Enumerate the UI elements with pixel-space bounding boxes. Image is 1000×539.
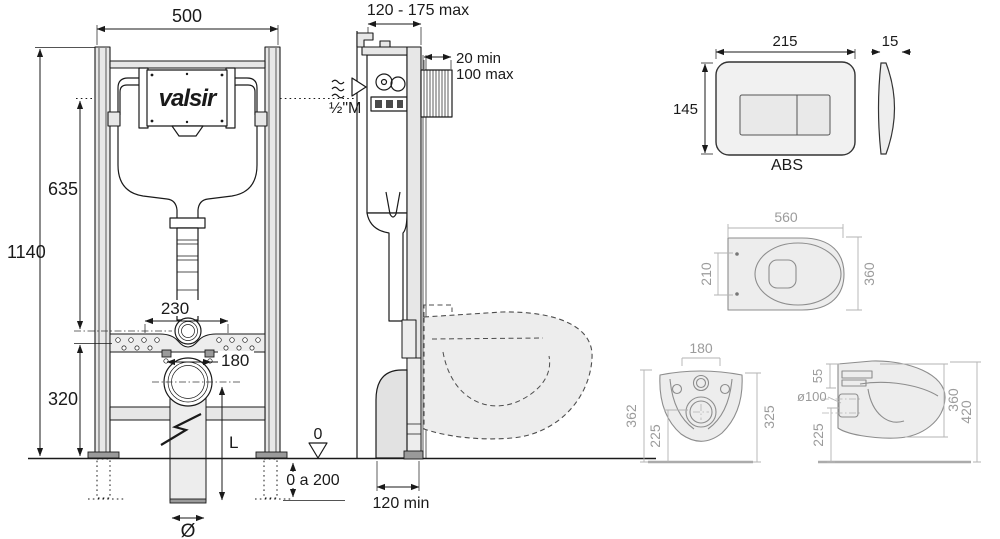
bracket-arm	[361, 46, 408, 56]
frame-right-foot	[255, 451, 288, 459]
dim-side-outlet-diameter: ø100	[797, 389, 827, 404]
dim-back-outlet-height: 225	[647, 424, 663, 448]
frame-front-view: valsir 500 1140 6	[7, 6, 656, 539]
dim-bowl-depth: 560	[774, 209, 798, 225]
dim-plate-height: 145	[673, 101, 698, 118]
frame-left-rail	[94, 46, 111, 454]
fixing-hole-top	[735, 252, 739, 256]
outlet-stub	[838, 393, 859, 418]
dim-outlet-height: 320	[48, 389, 78, 409]
flush-pipe-hole	[174, 317, 202, 345]
flush-plate-view: 215 15 145 ABS	[673, 33, 911, 174]
dim-cistern-height: 635	[48, 179, 78, 199]
dim-flush-pipe-offset: 230	[161, 299, 189, 318]
dim-bowl-fixing-spacing: 210	[698, 262, 714, 286]
outlet-hole	[685, 396, 717, 428]
bowl-side-dimensions: 55 ø100 225 360 420	[797, 361, 981, 463]
bowl-side-view: 55 ø100 225 360 420	[797, 360, 981, 464]
dim-bowl-width: 360	[861, 262, 877, 286]
bowl-inner-curve	[867, 388, 905, 423]
inspection-panel	[146, 69, 228, 127]
dim-back-fixing-spacing: 180	[689, 340, 713, 356]
water-supply-icon	[331, 77, 367, 99]
side-view-dimensions: 120 - 175 max 20 min 100 max 120 min	[367, 2, 514, 512]
bowl-inlet-stub	[401, 319, 417, 359]
corrugated-inlet-pipe	[420, 69, 453, 118]
dim-inlet-protrusion-min: 20 min	[456, 50, 501, 67]
mounting-rail-upper	[841, 370, 873, 379]
brand-logo: valsir	[159, 85, 218, 112]
dim-front-clearance: 120 min	[373, 495, 430, 512]
bowl-side-body	[837, 360, 946, 439]
right-bracket	[254, 111, 268, 127]
drain-elbow	[375, 369, 408, 459]
frame-side-view: ½"M 120 - 175 max 20 min 100 max 120 min	[329, 2, 593, 512]
drain-socket	[163, 357, 213, 407]
flush-buttons	[739, 94, 831, 136]
fixing-hole-bottom	[735, 292, 739, 296]
panel-screws	[150, 72, 224, 124]
left-fixing-bolt	[161, 349, 172, 358]
drain-floor-fitting	[403, 450, 424, 460]
dim-leg-adjust: 0 a 200	[286, 472, 339, 489]
right-leg-extension	[263, 458, 278, 499]
dim-pipe-length: L	[229, 433, 238, 452]
right-bolt-hole	[719, 383, 731, 395]
bowl-rim-line	[859, 381, 939, 397]
dim-side-bowl-height: 360	[945, 388, 961, 412]
right-fixing-bolt	[204, 349, 215, 358]
mounting-rail-lower	[841, 379, 867, 387]
flush-bend	[171, 125, 204, 137]
dim-bolt-spacing: 180	[221, 351, 249, 370]
flush-pipe-side	[366, 212, 408, 322]
bowl-top-dimensions: 560 210 360	[698, 209, 877, 311]
flush-plate-dimensions: 215 15 145 ABS	[673, 33, 911, 174]
dim-side-outlet-height: 225	[810, 423, 826, 447]
dim-plate-thickness: 15	[882, 33, 899, 50]
datum-zero-label: 0	[314, 426, 323, 443]
left-bracket	[107, 111, 121, 127]
bowl-back-view: 180 362 225 325	[623, 340, 777, 464]
bowl-seat-outline	[754, 242, 842, 306]
dim-back-rim-height: 325	[761, 405, 777, 429]
funnel-profile	[385, 191, 401, 218]
dim-frame-total-height: 1140	[7, 242, 46, 262]
front-view-dimensions: 500 1140 635 320 230 180 L Ø 0	[7, 6, 345, 539]
dim-side-top-section: 55	[810, 369, 825, 383]
bowl-flush-opening	[768, 259, 797, 289]
bracket-bolt	[379, 40, 391, 48]
datum-triangle-icon	[308, 442, 328, 459]
dim-back-height: 362	[623, 404, 639, 428]
dim-depth-range: 120 - 175 max	[367, 2, 469, 19]
frame-top-crossbar	[109, 60, 266, 69]
bowl-back-contours	[669, 378, 733, 430]
water-connection-label: ½"M	[329, 100, 361, 117]
dim-side-total-height: 420	[958, 400, 974, 424]
dim-plate-width: 215	[772, 33, 797, 50]
inlet-hole	[692, 374, 710, 392]
mounting-plate-holes	[115, 337, 261, 351]
pipe-break-mark	[160, 413, 202, 446]
dim-frame-width: 500	[172, 6, 202, 26]
dim-inlet-protrusion-max: 100 max	[456, 66, 514, 83]
frame-right-rail	[264, 46, 281, 454]
dim-pipe-diameter: Ø	[181, 521, 196, 539]
drain-pipe-side	[406, 357, 422, 455]
inlet-valve	[375, 73, 393, 91]
plate-material-label: ABS	[771, 157, 803, 174]
frame-left-foot	[87, 451, 120, 459]
wall-bracket	[356, 32, 374, 48]
cistern-side-profile	[366, 54, 408, 214]
flush-plate-profile	[877, 62, 896, 155]
bowl-top-body	[727, 237, 845, 311]
bowl-silhouette-dashed	[423, 304, 593, 440]
flush-pipe-collar	[169, 217, 206, 229]
bowl-back-dimensions: 180 362 225 325	[623, 340, 777, 463]
left-leg-extension	[96, 458, 111, 499]
left-bolt-hole	[671, 383, 683, 395]
drain-pipe-end	[169, 498, 207, 504]
bowl-top-view: 560 210 360	[698, 209, 877, 311]
